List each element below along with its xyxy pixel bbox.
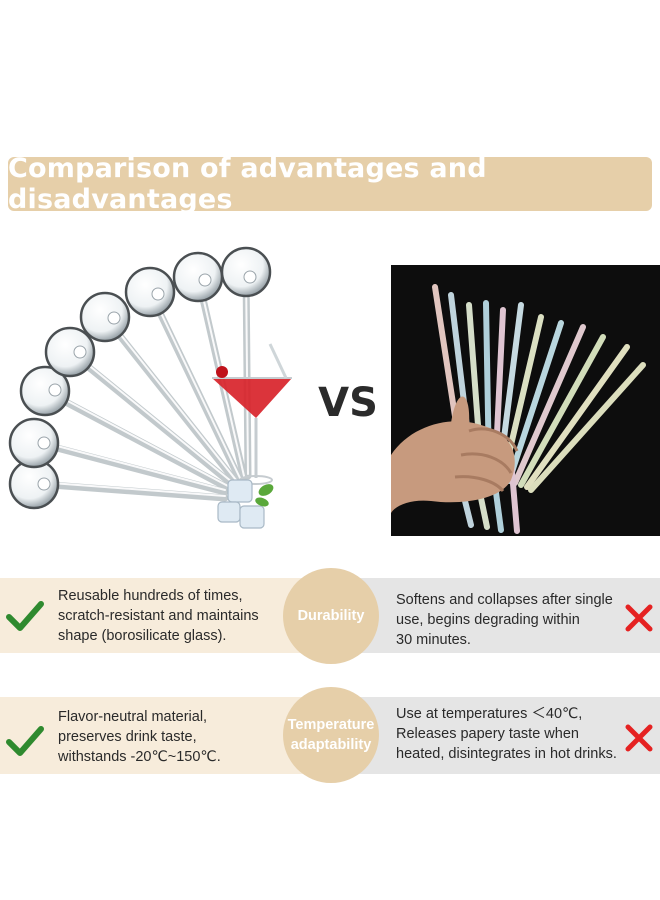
check-icon: [6, 726, 44, 756]
pros-text: Flavor-neutral material, preserves drink…: [58, 709, 221, 765]
cons-text: Softens and collapses after single use, …: [396, 592, 613, 648]
vs-label: VS: [318, 380, 378, 426]
glass-straws-image: [8, 246, 292, 529]
comparison-row-durability: Reusable hundreds of times, scratch-resi…: [0, 578, 660, 653]
banner-title: Comparison of advantages and disadvantag…: [8, 153, 487, 215]
title-banner: Comparison of advantages and disadvantag…: [8, 153, 652, 215]
comparison-row-temperature: Flavor-neutral material, preserves drink…: [0, 697, 660, 774]
cross-icon: [625, 604, 653, 632]
pros-text: Reusable hundreds of times, scratch-resi…: [58, 588, 259, 644]
category-badge-temperature: Temperature adaptability: [283, 687, 379, 783]
cross-icon: [625, 724, 653, 752]
pros-panel: [0, 578, 330, 653]
check-icon: [6, 601, 44, 631]
category-badge-durability: Durability: [283, 568, 379, 664]
plastic-straws-photo: [391, 265, 660, 536]
cons-panel: [330, 578, 660, 653]
cons-text: Use at temperatures ＜40℃, Releases paper…: [396, 706, 617, 762]
cons-panel: [330, 697, 660, 774]
pros-panel: [0, 697, 330, 774]
